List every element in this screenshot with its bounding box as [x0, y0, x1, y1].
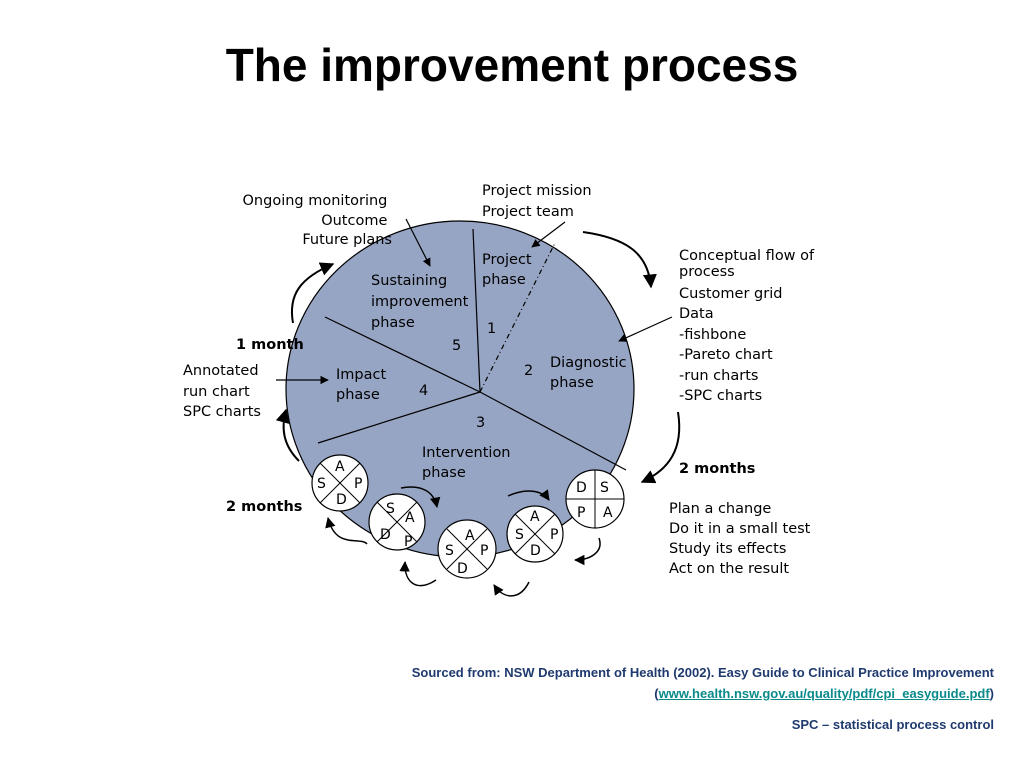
divider-project-sustaining [472, 228, 481, 393]
svg-text:D: D [530, 543, 541, 559]
svg-text:A: A [530, 509, 540, 525]
pdsa-arrow-6 [573, 537, 601, 566]
sustaining-annotation: Ongoing monitoring Outcome Future plans [243, 193, 392, 248]
source-citation: Sourced from: NSW Department of Health (… [411, 665, 994, 680]
phase-impact-number: 4 [419, 383, 428, 399]
svg-text:S: S [515, 527, 524, 543]
pdsa-arrow-3 [325, 516, 368, 545]
spc-footnote: SPC – statistical process control [791, 717, 994, 732]
pdsa-arrow-1 [400, 486, 441, 509]
divider-project-diagnostic [479, 242, 556, 393]
cycle-arrow-right [640, 411, 681, 484]
phase-project-number: 1 [487, 321, 496, 337]
svg-text:P: P [550, 527, 558, 543]
phase-intervention-number: 3 [476, 415, 485, 431]
sustaining-annotation-arrow [405, 218, 431, 267]
source-link[interactable]: www.health.nsw.gov.au/quality/pdf/cpi_ea… [658, 686, 990, 701]
pdsa-arrow-4 [399, 560, 437, 587]
impact-annotation: Annotated run chart SPC charts [183, 363, 263, 420]
pdsa-cycle-2: S A P D [368, 493, 426, 551]
phase-sustaining-number: 5 [452, 338, 461, 354]
svg-text:A: A [603, 505, 613, 521]
pdsa-cycle-3: A P D S [437, 519, 497, 579]
cycle-arrow-top-right [582, 231, 657, 289]
phase-impact-label: Impact phase [336, 367, 391, 403]
phase-project-label: Project phase [482, 252, 536, 288]
svg-text:S: S [386, 501, 395, 517]
svg-text:S: S [317, 476, 326, 492]
svg-text:D: D [380, 527, 391, 543]
divider-intervention-impact [317, 391, 481, 444]
pdsa-arrow-5 [493, 581, 530, 597]
one-month-label: 1 month [236, 337, 304, 353]
pdsa-cycle-1: A P D S [311, 454, 369, 512]
page-title: The improvement process [225, 39, 799, 91]
pdsa-arrow-2 [507, 489, 550, 501]
phase-diagnostic-number: 2 [524, 363, 533, 379]
divider-impact-sustaining [324, 316, 481, 393]
svg-text:D: D [336, 492, 347, 508]
svg-text:D: D [457, 561, 468, 577]
pdsa-cycle-5: D S P A [565, 469, 625, 529]
diagnostic-annotation: Conceptual flow of process Customer grid… [679, 248, 819, 404]
svg-text:D: D [576, 480, 587, 496]
pdsa-cycle-4: A P D S [506, 505, 564, 563]
project-annotation-arrow [531, 221, 566, 248]
two-months-right-label: 2 months [679, 461, 755, 477]
cycle-arrow-left [275, 408, 300, 462]
diagnostic-annotation-arrow [618, 316, 673, 342]
paren-close: ) [989, 686, 994, 701]
svg-text:A: A [465, 528, 475, 544]
two-months-left-label: 2 months [226, 499, 302, 515]
svg-text:S: S [600, 480, 609, 496]
svg-text:P: P [577, 505, 585, 521]
svg-text:S: S [445, 543, 454, 559]
phase-sustaining-label: Sustaining improvement phase [371, 273, 473, 331]
project-annotation: Project mission Project team [482, 183, 596, 220]
cycle-arrow-top-left [291, 262, 335, 324]
divider-diagnostic-intervention [479, 391, 627, 471]
svg-text:P: P [480, 543, 488, 559]
phase-intervention-label: Intervention phase [422, 445, 515, 481]
svg-text:A: A [405, 510, 415, 526]
svg-text:P: P [354, 476, 362, 492]
svg-text:A: A [335, 459, 345, 475]
paren-open: ( [654, 686, 659, 701]
phase-diagnostic-label: Diagnostic phase [550, 355, 631, 391]
svg-text:P: P [404, 534, 412, 550]
pdsa-steps-list: Plan a change Do it in a small test Stud… [669, 501, 815, 577]
source-link-line: (www.health.nsw.gov.au/quality/pdf/cpi_e… [654, 686, 994, 701]
